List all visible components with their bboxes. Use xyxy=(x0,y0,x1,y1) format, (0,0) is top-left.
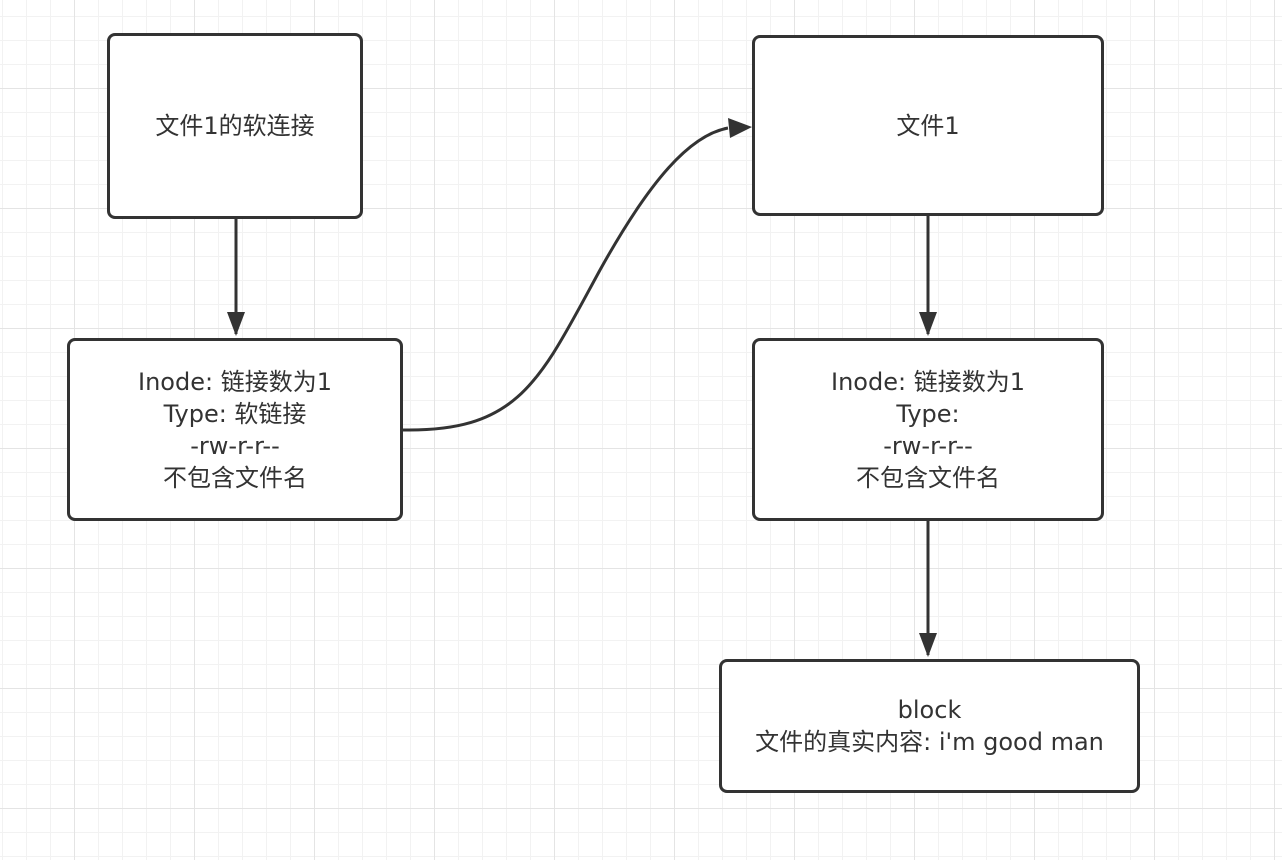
arrowhead-softlink-to-inode xyxy=(227,312,245,336)
file1-inode-line-3: -rw-r-r-- xyxy=(883,431,973,460)
file1-inode-node[interactable]: Inode: 链接数为1 Type: -rw-r-r-- 不包含文件名 xyxy=(752,338,1104,521)
file1-inode-line-4: 不包含文件名 xyxy=(856,463,1000,492)
softlink-inode-line-2: Type: 软链接 xyxy=(163,399,307,428)
arrowhead-inode-softlink-to-file1 xyxy=(728,118,752,138)
softlink-inode-line-3: -rw-r-r-- xyxy=(190,431,280,460)
softlink-node[interactable]: 文件1的软连接 xyxy=(107,33,363,219)
file1-inode-line-2: Type: xyxy=(896,399,960,428)
softlink-inode-line-1: Inode: 链接数为1 xyxy=(138,367,332,396)
file1-inode-line-1: Inode: 链接数为1 xyxy=(831,367,1025,396)
arrowhead-inode-file1-to-block xyxy=(919,633,937,657)
file1-node[interactable]: 文件1 xyxy=(752,35,1104,216)
arrowhead-file1-to-inode xyxy=(919,312,937,336)
softlink-inode-line-4: 不包含文件名 xyxy=(163,463,307,492)
softlink-node-label: 文件1的软连接 xyxy=(155,112,315,140)
data-block-node[interactable]: block 文件的真实内容: i'm good man xyxy=(719,659,1140,793)
softlink-inode-node[interactable]: Inode: 链接数为1 Type: 软链接 -rw-r-r-- 不包含文件名 xyxy=(67,338,403,521)
block-line-1: block xyxy=(897,696,962,724)
file1-node-label: 文件1 xyxy=(896,111,960,140)
edge-inode-softlink-to-file1 xyxy=(402,126,729,432)
block-line-2: 文件的真实内容: i'm good man xyxy=(755,728,1104,756)
